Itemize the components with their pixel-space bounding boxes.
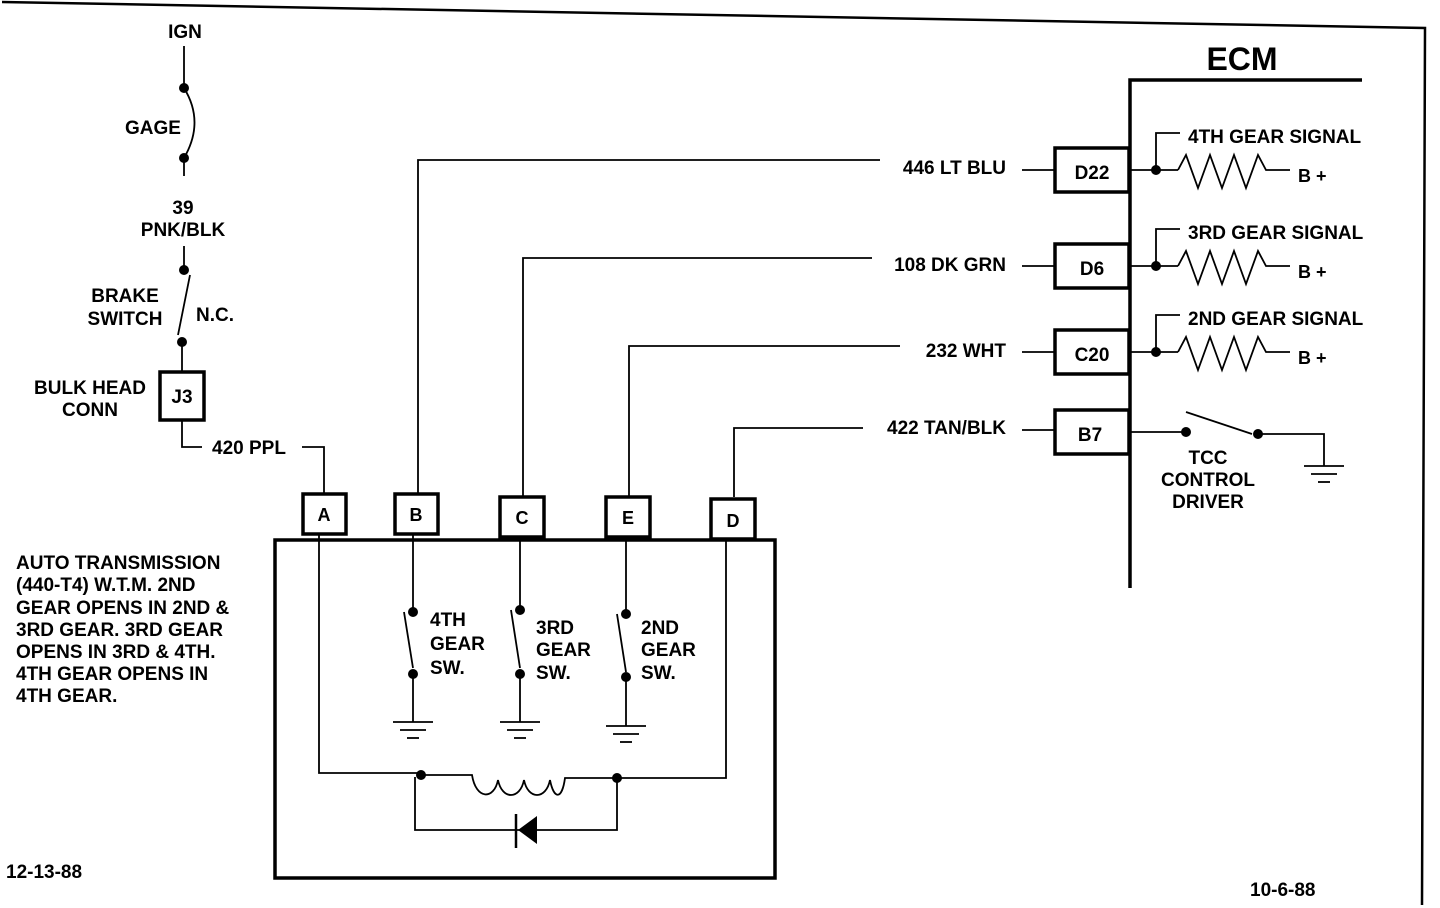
sw2-ground-symbol: [606, 725, 646, 743]
sw3-label-3: SW.: [536, 663, 571, 684]
bulkhead-label-2: CONN: [62, 400, 118, 421]
trans-pin-a-label: A: [318, 505, 331, 525]
sw3-contact: [510, 609, 521, 669]
trans-pin-b-label: B: [410, 505, 423, 525]
2nd-gear-resistor: [1177, 334, 1290, 373]
date-right: 10-6-88: [1250, 880, 1316, 901]
tcc-label-3: DRIVER: [1172, 492, 1244, 513]
transmission-note: AUTO TRANSMISSION (440-T4) W.T.M. 2ND GE…: [16, 553, 230, 707]
sw4-label-2: GEAR: [430, 634, 485, 655]
note-line-4: 3RD GEAR. 3RD GEAR: [16, 620, 223, 641]
sw2-label-2: GEAR: [641, 640, 696, 661]
wire-422-label: 422 TAN/BLK: [887, 418, 1006, 439]
note-line-5: OPENS IN 3RD & 4TH.: [16, 642, 216, 663]
ecm-pin-d22-label: D22: [1075, 163, 1110, 184]
brake-switch-contact: [177, 274, 191, 336]
ign-label: IGN: [168, 22, 202, 43]
note-line-3: GEAR OPENS IN 2ND &: [16, 598, 230, 619]
ecm-pin-d22: [1053, 146, 1131, 194]
brake-switch-label-1: BRAKE: [91, 286, 159, 307]
normally-closed-label: N.C.: [196, 305, 234, 326]
2nd-gear-bplus: B +: [1298, 348, 1327, 368]
wire-39-number: 39: [172, 198, 193, 219]
pin-d-internal-wire: [617, 539, 727, 779]
4th-gear-resistor: [1177, 152, 1290, 191]
wire-446-label: 446 LT BLU: [903, 158, 1006, 179]
sw3-label-1: 3RD: [536, 618, 574, 639]
sw2-label-3: SW.: [641, 663, 676, 684]
d6-signal-tap: [1155, 228, 1180, 266]
tcc-label-1: TCC: [1188, 448, 1227, 469]
tcc-ground-wire: [1258, 433, 1325, 466]
ecm-pin-d6: [1053, 242, 1131, 290]
wire-420-label: 420 PPL: [212, 438, 286, 459]
4th-gear-bplus: B +: [1298, 166, 1327, 186]
ecm-pin-b7: [1053, 408, 1131, 456]
tcc-switch-terminal-left: [1181, 427, 1191, 437]
wire-420: [302, 446, 325, 494]
note-line-1: AUTO TRANSMISSION: [16, 553, 220, 574]
ecm-pin-c20: [1053, 328, 1131, 376]
3rd-gear-bplus: B +: [1298, 262, 1327, 282]
pin-a-internal-wire: [318, 534, 421, 774]
tcc-label-2: CONTROL: [1161, 470, 1255, 491]
sw3-label-2: GEAR: [536, 640, 591, 661]
tcc-switch-contact: [1185, 411, 1253, 435]
wire-108-label: 108 DK GRN: [894, 255, 1006, 276]
sw3-ground-symbol: [500, 721, 540, 739]
tcc-solenoid-coil: [421, 774, 617, 796]
sw2-contact: [616, 613, 627, 673]
ecm-pin-d6-label: D6: [1080, 259, 1104, 280]
ecm-label: ECM: [1206, 41, 1277, 77]
trans-pin-e-label: E: [622, 508, 634, 528]
wire-108: [522, 257, 872, 497]
3rd-gear-signal-label: 3RD GEAR SIGNAL: [1188, 223, 1364, 244]
ecm-boundary: [1128, 78, 1362, 588]
gage-fuse-symbol: [183, 87, 196, 159]
brake-switch-top-terminal: [179, 265, 189, 275]
trans-pin-d: [709, 497, 757, 541]
sw4-label-1: 4TH: [430, 610, 466, 631]
bulkhead-label-1: BULK HEAD: [34, 378, 146, 399]
brake-switch-label-2: SWITCH: [88, 309, 163, 330]
wire-446: [417, 159, 880, 494]
3rd-gear-resistor: [1177, 248, 1290, 287]
wire-420-lead: [181, 420, 202, 448]
4th-gear-signal-label: 4TH GEAR SIGNAL: [1188, 127, 1362, 148]
tcc-ground-symbol: [1304, 465, 1344, 483]
d22-signal-tap: [1155, 132, 1180, 170]
trans-pin-b: [393, 492, 440, 536]
ecm-pin-c20-label: C20: [1075, 345, 1110, 366]
note-line-2: (440-T4) W.T.M. 2ND: [16, 575, 195, 596]
trans-pin-a: [301, 492, 348, 536]
wire-422: [733, 427, 863, 497]
sw2-terminal-top: [621, 609, 631, 619]
sw4-contact: [403, 611, 414, 669]
ecm-pin-b7-label: B7: [1078, 425, 1102, 446]
sw4-ground-symbol: [393, 721, 433, 739]
trans-pin-c: [498, 495, 546, 539]
trans-pin-d-label: D: [727, 511, 740, 531]
sw2-label-1: 2ND: [641, 618, 679, 639]
wire-232: [628, 345, 900, 497]
note-line-7: 4TH GEAR.: [16, 686, 117, 707]
transmission-box: [273, 538, 777, 880]
gage-label: GAGE: [125, 118, 181, 139]
sw4-terminal-top: [408, 607, 418, 617]
date-left: 12-13-88: [6, 862, 82, 883]
sw4-label-3: SW.: [430, 658, 465, 679]
sw3-terminal-top: [515, 605, 525, 615]
note-line-6: 4TH GEAR OPENS IN: [16, 664, 208, 685]
2nd-gear-signal-label: 2ND GEAR SIGNAL: [1188, 309, 1364, 330]
trans-pin-e: [604, 495, 652, 539]
wire-232-label: 232 WHT: [926, 341, 1007, 362]
trans-pin-c-label: C: [516, 508, 529, 528]
c20-signal-tap: [1155, 314, 1180, 352]
wire-39-color: PNK/BLK: [141, 220, 226, 241]
diode-symbol: [518, 816, 537, 844]
j3-label: J3: [171, 387, 192, 408]
